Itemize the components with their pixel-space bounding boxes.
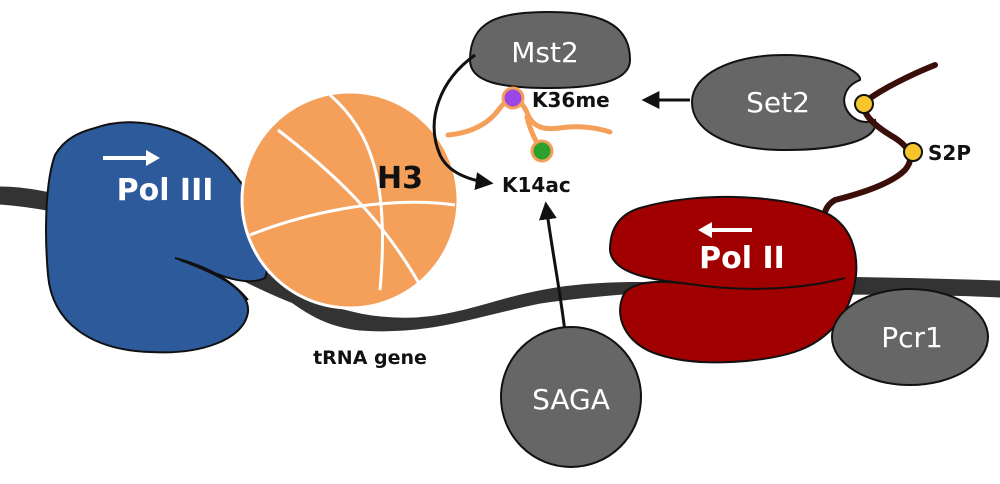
- saga-protein: [500, 326, 642, 468]
- pol3-complex: [45, 121, 270, 354]
- arrow-left-icon: [698, 222, 752, 238]
- saga-to-k14ac-arrow: [538, 201, 567, 333]
- saga-label: SAGA: [532, 383, 610, 416]
- acetyl-mark: [530, 139, 554, 163]
- set2-protein: [690, 53, 877, 152]
- k14ac-label: K14ac: [502, 173, 571, 197]
- mst2-protein: [468, 10, 632, 90]
- mst2-label: Mst2: [511, 36, 579, 69]
- histone-h3: [240, 90, 460, 310]
- pol2-complex: [608, 195, 858, 364]
- pcr1-protein: [831, 288, 989, 386]
- pol2-label: Pol II: [699, 241, 785, 276]
- s2p-label: S2P: [928, 141, 971, 165]
- phospho-mark: [854, 94, 874, 114]
- pol3-label: Pol III: [117, 173, 214, 208]
- mst2-to-k14ac-arrow: [432, 53, 494, 190]
- set2-label: Set2: [746, 86, 810, 119]
- pcr1-label: Pcr1: [881, 321, 943, 354]
- histone-label: H3: [377, 161, 423, 196]
- k36me-label: K36me: [532, 88, 610, 112]
- trna-gene-label: tRNA gene: [313, 347, 427, 369]
- methyl-mark: [501, 86, 525, 110]
- phospho-mark: [903, 142, 923, 162]
- arrow-right-icon: [103, 150, 160, 166]
